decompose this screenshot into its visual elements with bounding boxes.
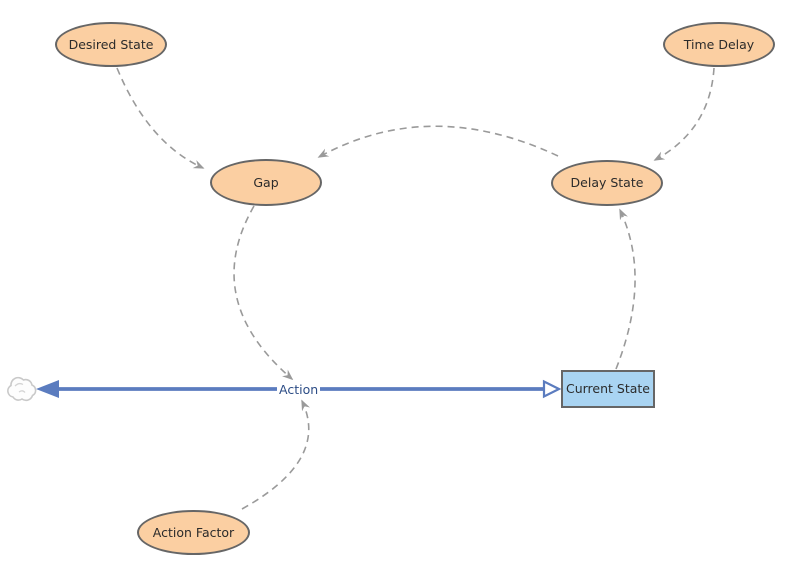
link-time-delay-to-delay-state[interactable] [653, 67, 715, 161]
node-action-factor-label: Action Factor [152, 524, 235, 540]
node-current-state[interactable]: Current State [561, 370, 655, 408]
link-action-factor-to-action[interactable] [241, 399, 310, 510]
node-delay-state-label: Delay State [570, 175, 644, 191]
node-gap-label: Gap [253, 174, 279, 190]
node-current-state-label: Current State [565, 381, 650, 397]
node-gap[interactable]: Gap [210, 159, 322, 206]
node-desired-state[interactable]: Desired State [55, 22, 167, 67]
flow-arrowhead-to-cloud [36, 380, 59, 398]
flow-action-label[interactable]: Action [277, 382, 321, 397]
node-time-delay-label: Time Delay [683, 36, 755, 52]
node-desired-state-label: Desired State [68, 36, 154, 52]
node-delay-state[interactable]: Delay State [551, 160, 663, 206]
link-current-state-to-delay-state[interactable] [615, 208, 636, 370]
flow-arrowhead-at-stock [542, 379, 562, 399]
node-action-factor[interactable]: Action Factor [137, 510, 250, 555]
cloud-icon[interactable] [7, 376, 37, 402]
link-gap-to-action[interactable] [233, 205, 294, 381]
node-time-delay[interactable]: Time Delay [663, 22, 775, 67]
link-delay-state-to-gap[interactable] [317, 125, 559, 158]
link-desired-state-to-gap[interactable] [116, 67, 205, 169]
